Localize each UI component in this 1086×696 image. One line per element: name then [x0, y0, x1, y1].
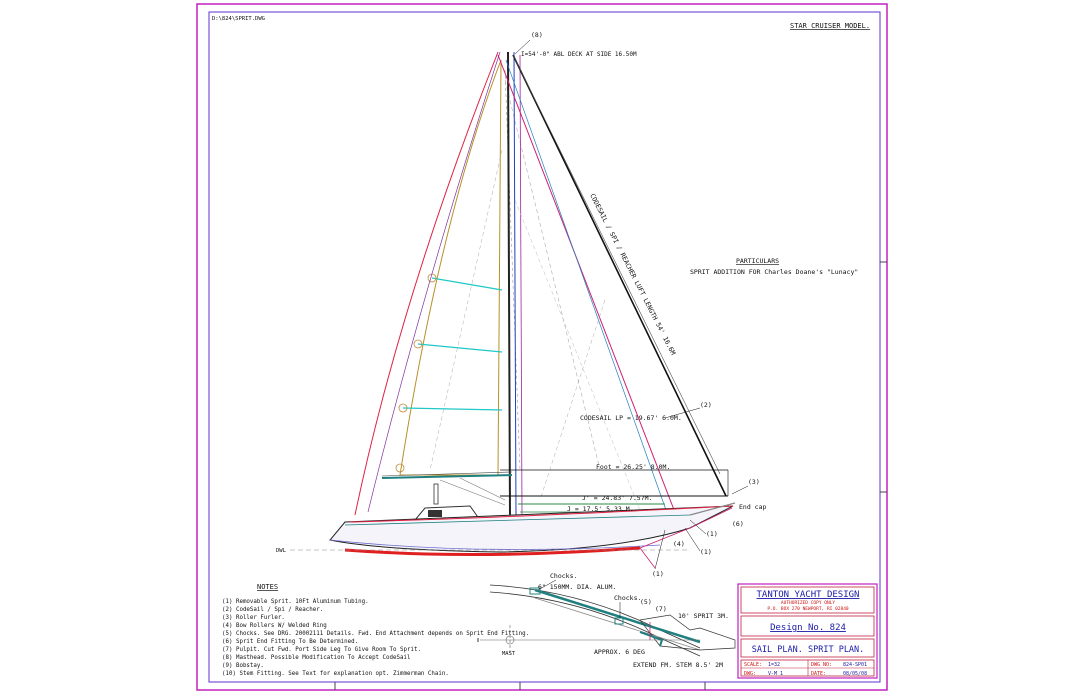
hull — [329, 502, 736, 557]
ref-2: (2) — [700, 401, 712, 409]
title-block — [737, 583, 878, 679]
detail-extend: EXTEND FM. STEM 8.5' 2M — [633, 661, 723, 669]
end-cap-label: End cap — [739, 503, 766, 511]
foot-label: Foot = 26.25' 8.0M. — [596, 463, 670, 471]
detail-tube: 6" 150MM. DIA. ALUM. — [538, 583, 616, 591]
boom — [381, 474, 513, 479]
detail-mast: MAST — [502, 651, 516, 657]
dwg-label: DWG: — [744, 671, 756, 677]
detail-ref-5: (5) — [640, 598, 652, 606]
notes-block: NOTES (1) Removable Sprit. 10Ft Aluminum… — [222, 583, 529, 677]
inner-border — [208, 11, 881, 683]
ref-6: (6) — [732, 520, 744, 528]
date-value: 08/05/08 — [843, 671, 867, 677]
firm-name: TANTON YACHT DESIGN — [757, 590, 860, 600]
scale-value: 1=32 — [768, 662, 780, 668]
codesail-luff — [512, 54, 727, 497]
note-8: (8) Masthead. Possible Modification To A… — [222, 655, 410, 661]
mainsail-dashed — [504, 69, 521, 471]
design-number: Design No. 824 — [770, 623, 846, 633]
ref-1b: (1) — [700, 548, 712, 556]
note-1: (1) Removable Sprit. 10Ft Aluminum Tubin… — [222, 599, 369, 605]
j-label: J = 17.5' 5.33 M. — [567, 505, 634, 513]
masthead-height: I=54'-0" ABL DECK AT SIDE 16.50M — [521, 51, 637, 58]
firm-sub2: P.O. BOX 270 NEWPORT, RI 02840 — [767, 606, 849, 612]
ref-4: (4) — [673, 540, 685, 548]
date-label: DATE: — [811, 671, 826, 677]
mainsail-outline — [399, 59, 502, 476]
sheet-border — [196, 3, 888, 691]
particulars-heading: PARTICULARS — [736, 257, 779, 265]
note-10: (10) Stem Fitting. See Text for explanat… — [222, 671, 449, 677]
file-ref: D:\824\SPRIT.DWG — [212, 16, 265, 22]
luff-label: CODESAIL / SPI / REACHER LUFT LENGTH 54'… — [588, 192, 677, 356]
note-5: (5) Chocks. See DRG. 20002111 Details. F… — [222, 631, 529, 637]
particulars-text: SPRIT ADDITION FOR Charles Doane's "Luna… — [690, 268, 858, 276]
firm-sub1: AUTHORIZED COPY ONLY — [781, 600, 835, 606]
lp-label: CODESAIL LP = 19.67' 6.0M. — [580, 414, 682, 422]
spinnaker — [354, 51, 499, 516]
dwgno-label: DWG NO: — [811, 662, 832, 668]
detail-approx: APPROX. 6 DEG — [594, 648, 645, 656]
detail-ref-7: (7) — [655, 605, 667, 613]
ref-1c: (1) — [652, 570, 664, 578]
battens — [402, 277, 503, 411]
j-prime-label: J' = 24.83' 7.57M. — [582, 494, 652, 502]
note-7: (7) Pulpit. Cut Fwd. Port Side Leg To Gi… — [222, 647, 421, 653]
dwg-value: V-M 1 — [768, 671, 783, 677]
sprit-detail — [477, 584, 736, 657]
note-2: (2) CodeSail / Spi / Reacher. — [222, 607, 323, 613]
mast — [507, 51, 523, 517]
note-9: (9) Bobstay. — [222, 663, 264, 669]
note-4: (4) Bow Rollers W/ Welded Ring — [222, 623, 327, 629]
dwl-label: DWL — [276, 548, 287, 554]
note-6: (6) Sprit End Fitting To Be Determined. — [222, 639, 358, 645]
notes-heading: NOTES — [257, 583, 278, 591]
drawing-name: SAIL PLAN. SPRIT PLAN. — [752, 645, 865, 655]
note-3: (3) Roller Furler. — [222, 615, 285, 621]
model-title: STAR CRUISER MODEL. — [790, 22, 870, 30]
scale-label: SCALE: — [744, 662, 762, 668]
ref-3: (3) — [748, 478, 760, 486]
dwgno-value: 824-SP01 — [843, 662, 867, 668]
masthead-ref: (8) — [531, 31, 543, 39]
ref-1a: (1) — [706, 530, 718, 538]
detail-sprit-len: 10' SPRIT 3M. — [678, 612, 729, 620]
detail-chocks-2: Chocks. — [614, 594, 641, 602]
jib-luff — [497, 54, 677, 516]
detail-chocks-top: Chocks. — [550, 572, 577, 580]
